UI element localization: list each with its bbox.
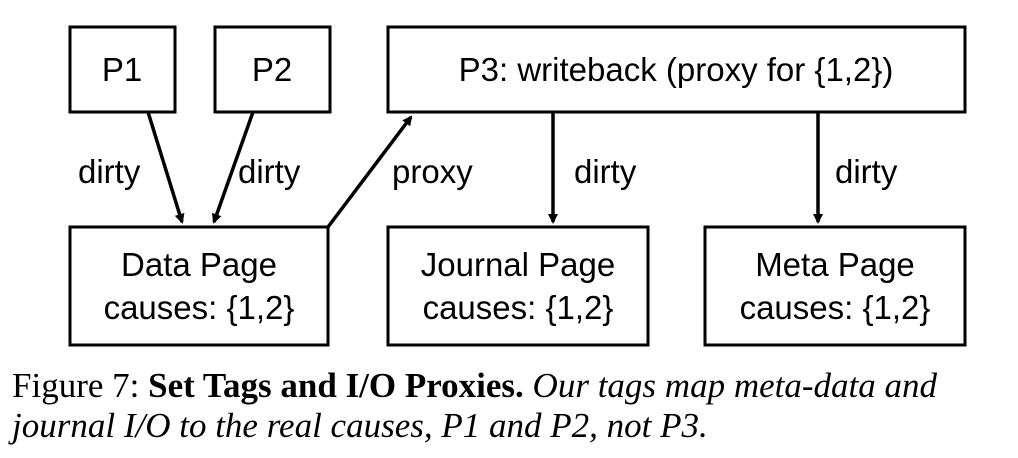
edge-p1-label: dirty [78, 153, 141, 190]
node-journal-page-line1: Journal Page [421, 246, 615, 283]
node-data-page-line2: causes: {1,2} [104, 289, 295, 326]
edge-p2-label: dirty [238, 153, 301, 190]
edge-p3-to-meta-page: dirty [813, 112, 898, 224]
node-data-page: Data Page causes: {1,2} [68, 225, 330, 347]
node-p3-label: P3: writeback (proxy for {1,2}) [459, 51, 894, 88]
diagram-canvas: P1 P2 P3: writeback (proxy for {1,2}) Da… [68, 25, 967, 347]
caption-number: Figure 7: [12, 366, 140, 405]
edge-data-page-to-p3: proxy [326, 115, 473, 229]
edge-p1-to-data-page: dirty [78, 111, 185, 224]
node-data-page-line1: Data Page [121, 246, 277, 283]
node-p3: P3: writeback (proxy for {1,2}) [386, 25, 967, 114]
node-meta-page-line2: causes: {1,2} [740, 289, 931, 326]
node-p2: P2 [213, 25, 332, 114]
edge-p3-to-journal-page: dirty [548, 112, 637, 224]
edge-p2-to-data-page: dirty [211, 111, 301, 224]
edge-proxy-label: proxy [392, 153, 473, 190]
edge-meta-label: dirty [835, 153, 898, 190]
node-journal-page: Journal Page causes: {1,2} [386, 225, 650, 347]
figure-caption: Figure 7: Set Tags and I/O Proxies. Our … [12, 366, 1012, 446]
edge-journal-label: dirty [574, 153, 637, 190]
node-p1: P1 [68, 25, 177, 114]
node-meta-page: Meta Page causes: {1,2} [703, 225, 967, 347]
node-meta-page-line1: Meta Page [755, 246, 915, 283]
node-journal-page-line2: causes: {1,2} [423, 289, 614, 326]
node-p1-label: P1 [102, 51, 142, 88]
node-p2-label: P2 [252, 51, 292, 88]
caption-description: Our tags map meta-data and journal I/O t… [12, 366, 937, 445]
caption-title: Set Tags and I/O Proxies. [148, 366, 524, 405]
